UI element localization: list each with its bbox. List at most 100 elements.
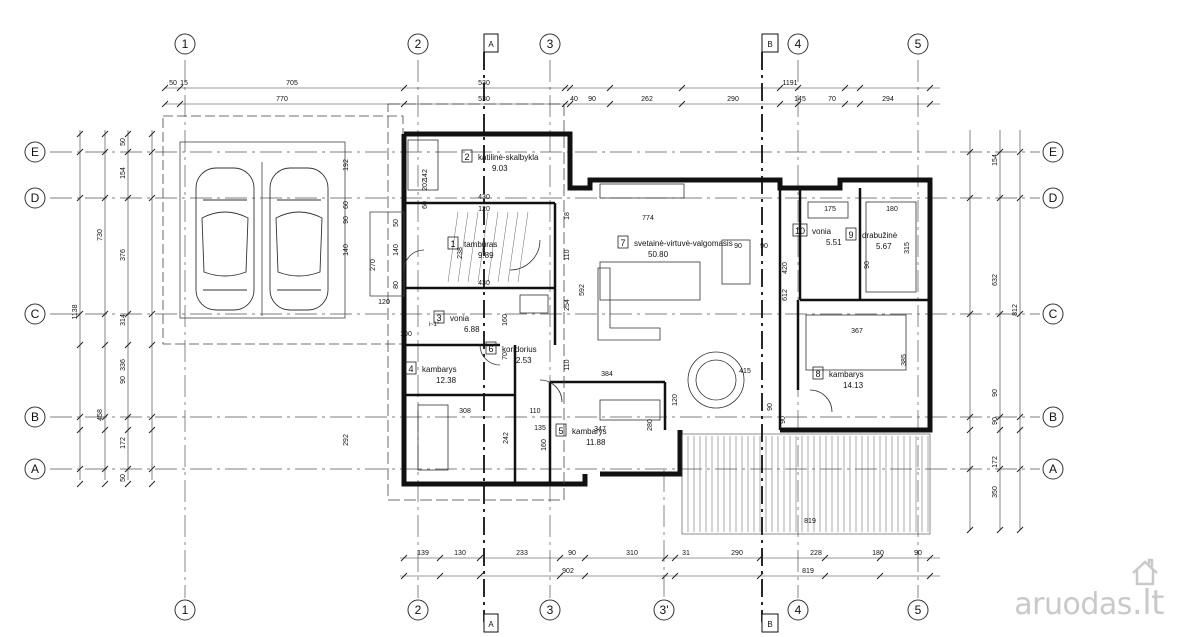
dimension-text: 430 [478, 194, 490, 201]
dimension-text: 172 [120, 437, 127, 449]
room-number: 6 [488, 344, 493, 354]
dimension-tick [776, 100, 784, 108]
house-logo-icon [1132, 558, 1158, 586]
dimension-tick [148, 130, 156, 138]
grid-label-bottom: 1 [182, 603, 189, 617]
dimension-tick [996, 310, 1004, 318]
dimension-text: 294 [882, 96, 894, 103]
dimension-text: 50 [393, 219, 400, 227]
dimension-text: 280 [647, 419, 654, 431]
dimension-tick [678, 84, 686, 92]
dimension-tick [556, 572, 564, 580]
dimension-tick [966, 526, 974, 534]
grid-bubbles-top [174, 33, 929, 55]
hatch-stroke [447, 211, 459, 283]
dimension-tick [124, 413, 132, 421]
dimension-tick [561, 100, 569, 108]
dimension-text: 430 [478, 280, 490, 287]
dimension-lines [79, 87, 1021, 577]
dimension-tick [1016, 526, 1024, 534]
room-number: 10 [795, 226, 805, 236]
grid-label-left: D [31, 191, 40, 205]
dimension-text: 70 [828, 96, 836, 103]
dimension-tick [561, 84, 569, 92]
dimension-tick [996, 413, 1004, 421]
room-number: 2 [464, 152, 469, 162]
section-label: A [488, 620, 494, 629]
room-number-box [617, 235, 629, 249]
carport-outline [162, 115, 404, 345]
dimension-tick [101, 194, 109, 202]
interior-wall-outlines [407, 139, 917, 471]
dimension-tick [76, 426, 84, 434]
watermark-text: aruodas [1014, 587, 1132, 622]
dimension-text: 90 [914, 550, 922, 557]
dimension-tick [996, 526, 1004, 534]
dimension-tick [101, 426, 109, 434]
dimension-text: 1138 [72, 304, 79, 319]
dimension-text: 120 [478, 206, 490, 213]
dimension-tick [966, 426, 974, 434]
dimension-text: 242 [503, 432, 510, 444]
dimension-tick [661, 554, 669, 562]
room-number-box [447, 236, 459, 250]
dimension-tick [996, 148, 1004, 156]
dimension-text: 90 [120, 376, 127, 384]
room-area: 5.67 [876, 242, 892, 251]
dimension-text: 90 [588, 96, 596, 103]
entry-porch [369, 103, 565, 501]
dimension-text: 420 [782, 262, 789, 274]
room-area: 50.80 [648, 250, 669, 259]
dimension-text: 145 [794, 96, 806, 103]
dimension-text: 376 [120, 249, 127, 261]
dimension-tick [926, 100, 934, 108]
dimension-tick [926, 84, 934, 92]
dimension-tick [436, 572, 444, 580]
dimension-tick [661, 572, 669, 580]
dimension-text: 180 [872, 550, 884, 557]
room-number-box [405, 361, 417, 375]
dimension-text: 15 [180, 80, 188, 87]
dimension-text: 262 [641, 96, 653, 103]
dimension-text: 705 [286, 80, 298, 87]
dimension-tick [776, 84, 784, 92]
dimension-tick [476, 572, 484, 580]
dimension-tick [841, 84, 849, 92]
room-name: kambarys [829, 370, 864, 379]
dimension-tick [124, 310, 132, 318]
dimension-text: 812 [1012, 304, 1019, 316]
dimension-text: 135 [534, 425, 546, 432]
dimension-text: 367 [851, 328, 863, 335]
dimension-text: 730 [97, 229, 104, 241]
dimension-tick [996, 426, 1004, 434]
dimension-tick [1016, 194, 1024, 202]
hatch-stroke [517, 211, 529, 283]
exterior-walls [401, 131, 933, 487]
dimension-text: 175 [824, 206, 836, 213]
room-number-box [812, 366, 824, 380]
room-area: 12.38 [436, 376, 457, 385]
dimension-text: 347 [594, 426, 606, 433]
dimension-text: 819 [802, 568, 814, 575]
room-number-box [555, 423, 567, 437]
hatch-stroke [487, 211, 499, 283]
dimension-text: 290 [731, 550, 743, 557]
dimension-text: 90 [734, 243, 742, 250]
dimension-tick [756, 572, 764, 580]
dimension-tick [124, 341, 132, 349]
room-name: koridorius [502, 345, 537, 354]
dimension-tick [400, 100, 408, 108]
grid-label-right: D [1049, 191, 1058, 205]
dimension-text: 90 [992, 389, 999, 397]
grid-label-right: E [1049, 145, 1057, 159]
dimension-text: 110 [529, 408, 540, 415]
dimension-tick [161, 84, 169, 92]
terrace-hatch [681, 433, 931, 535]
dimension-tick [794, 100, 802, 108]
grid-label-bottom: 3 [547, 603, 554, 617]
